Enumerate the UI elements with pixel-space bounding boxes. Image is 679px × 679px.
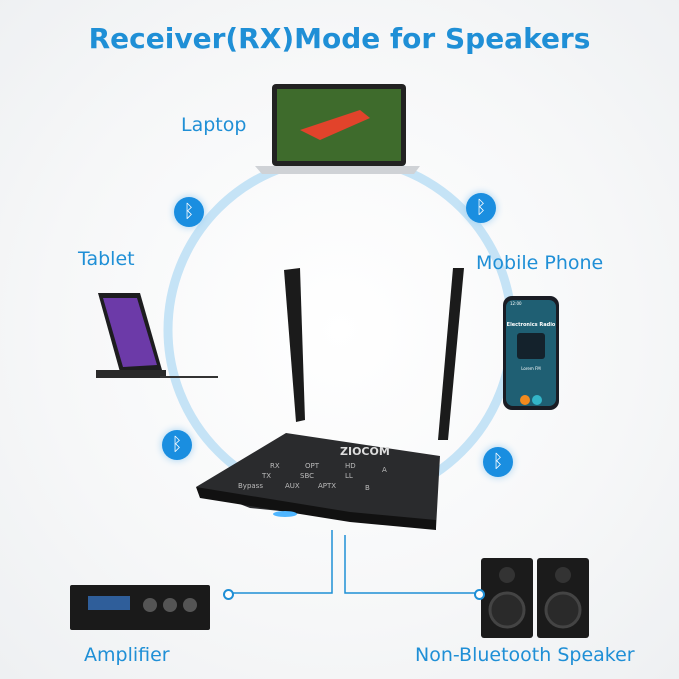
led-label-rx: RX bbox=[270, 462, 280, 470]
led-label-hd: HD bbox=[345, 462, 356, 470]
laptop-base bbox=[255, 166, 420, 174]
led-label-tx: TX bbox=[262, 472, 272, 480]
page-title: Receiver(RX)Mode for Speakers bbox=[88, 22, 591, 55]
label-mobile-phone: Mobile Phone bbox=[476, 252, 604, 274]
led-label-aux: AUX bbox=[285, 482, 300, 490]
antenna-right bbox=[438, 268, 464, 440]
bluetooth-icon: ᛒ bbox=[174, 197, 204, 227]
led-label-b: B bbox=[365, 484, 370, 492]
line-to-amplifier bbox=[232, 530, 333, 594]
amplifier-connector-dot bbox=[223, 589, 234, 600]
label-tablet: Tablet bbox=[78, 248, 135, 270]
led-label-aptx: APTX bbox=[318, 482, 337, 490]
antenna-left bbox=[284, 268, 305, 422]
line-to-speaker bbox=[344, 535, 476, 594]
bluetooth-icon: ᛒ bbox=[483, 447, 513, 477]
led-label-bypass: Bypass bbox=[238, 482, 263, 490]
phone-time: 12:00 bbox=[510, 301, 522, 306]
led-label-ll: LL bbox=[345, 472, 353, 480]
label-laptop: Laptop bbox=[181, 114, 247, 136]
phone-station: Lorem FM bbox=[521, 366, 541, 371]
label-amplifier: Amplifier bbox=[84, 644, 170, 666]
bluetooth-icon: ᛒ bbox=[162, 430, 192, 460]
speaker-connector-dot bbox=[474, 589, 485, 600]
led-label-sbc: SBC bbox=[300, 472, 315, 480]
router-led bbox=[273, 511, 297, 517]
led-label-a: A bbox=[382, 466, 387, 474]
phone-app-title: Electronics Radio bbox=[506, 322, 556, 328]
router-brand: ZIOCOM bbox=[340, 445, 390, 458]
label-speaker: Non-Bluetooth Speaker bbox=[415, 644, 635, 666]
led-label-opt: OPT bbox=[305, 462, 320, 470]
bluetooth-icon: ᛒ bbox=[466, 193, 496, 223]
